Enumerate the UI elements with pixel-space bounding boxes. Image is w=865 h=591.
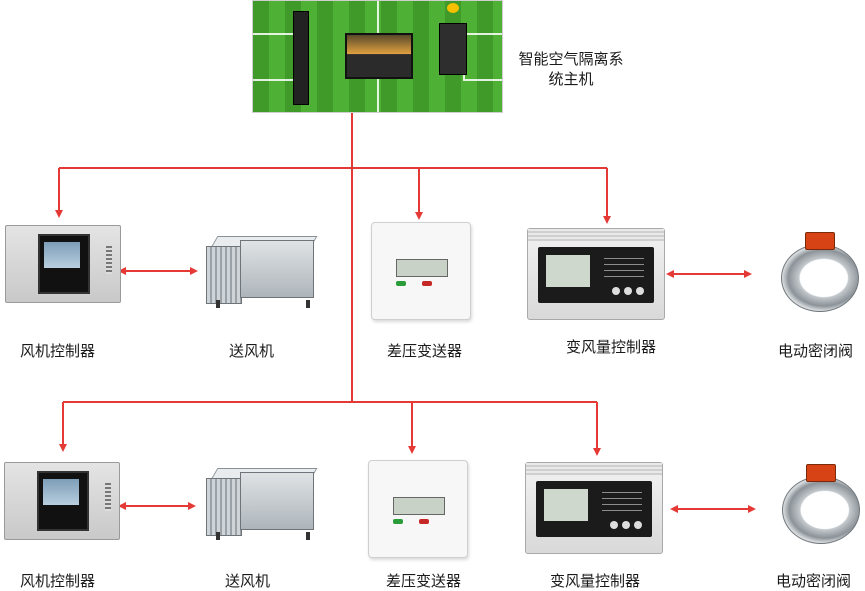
- supply-fan-device: [206, 236, 318, 308]
- pressure-transmitter-label: 差压变送器: [386, 572, 462, 590]
- motorized-damper-device: [775, 230, 861, 312]
- host-label: 智能空气隔离系 统主机: [518, 50, 624, 88]
- host-screen-image: [252, 0, 503, 113]
- motorized-damper-label: 电动密闭阀: [778, 342, 854, 360]
- fan-controller-label: 风机控制器: [20, 342, 96, 360]
- host-weather-panel: [439, 23, 467, 75]
- vav-controller-label: 变风量控制器: [550, 572, 641, 590]
- host-sun-icon: [447, 3, 459, 13]
- supply-fan-device: [206, 468, 318, 540]
- host-phone-panel: [293, 11, 309, 105]
- supply-fan-label: 送风机: [225, 572, 271, 590]
- vav-controller-label: 变风量控制器: [566, 338, 657, 356]
- motorized-damper-label: 电动密闭阀: [776, 572, 852, 590]
- fan-controller-label: 风机控制器: [20, 572, 96, 590]
- pressure-transmitter-device: [371, 222, 471, 320]
- vav-controller-device: [527, 228, 665, 320]
- pressure-transmitter-device: [368, 460, 468, 558]
- pressure-transmitter-label: 差压变送器: [387, 342, 463, 360]
- vav-controller-device: [525, 462, 663, 554]
- host-tablet-panel: [345, 33, 413, 79]
- fan-controller-device: [4, 462, 120, 540]
- supply-fan-label: 送风机: [229, 342, 275, 360]
- motorized-damper-device: [776, 462, 862, 544]
- fan-controller-device: [5, 225, 121, 303]
